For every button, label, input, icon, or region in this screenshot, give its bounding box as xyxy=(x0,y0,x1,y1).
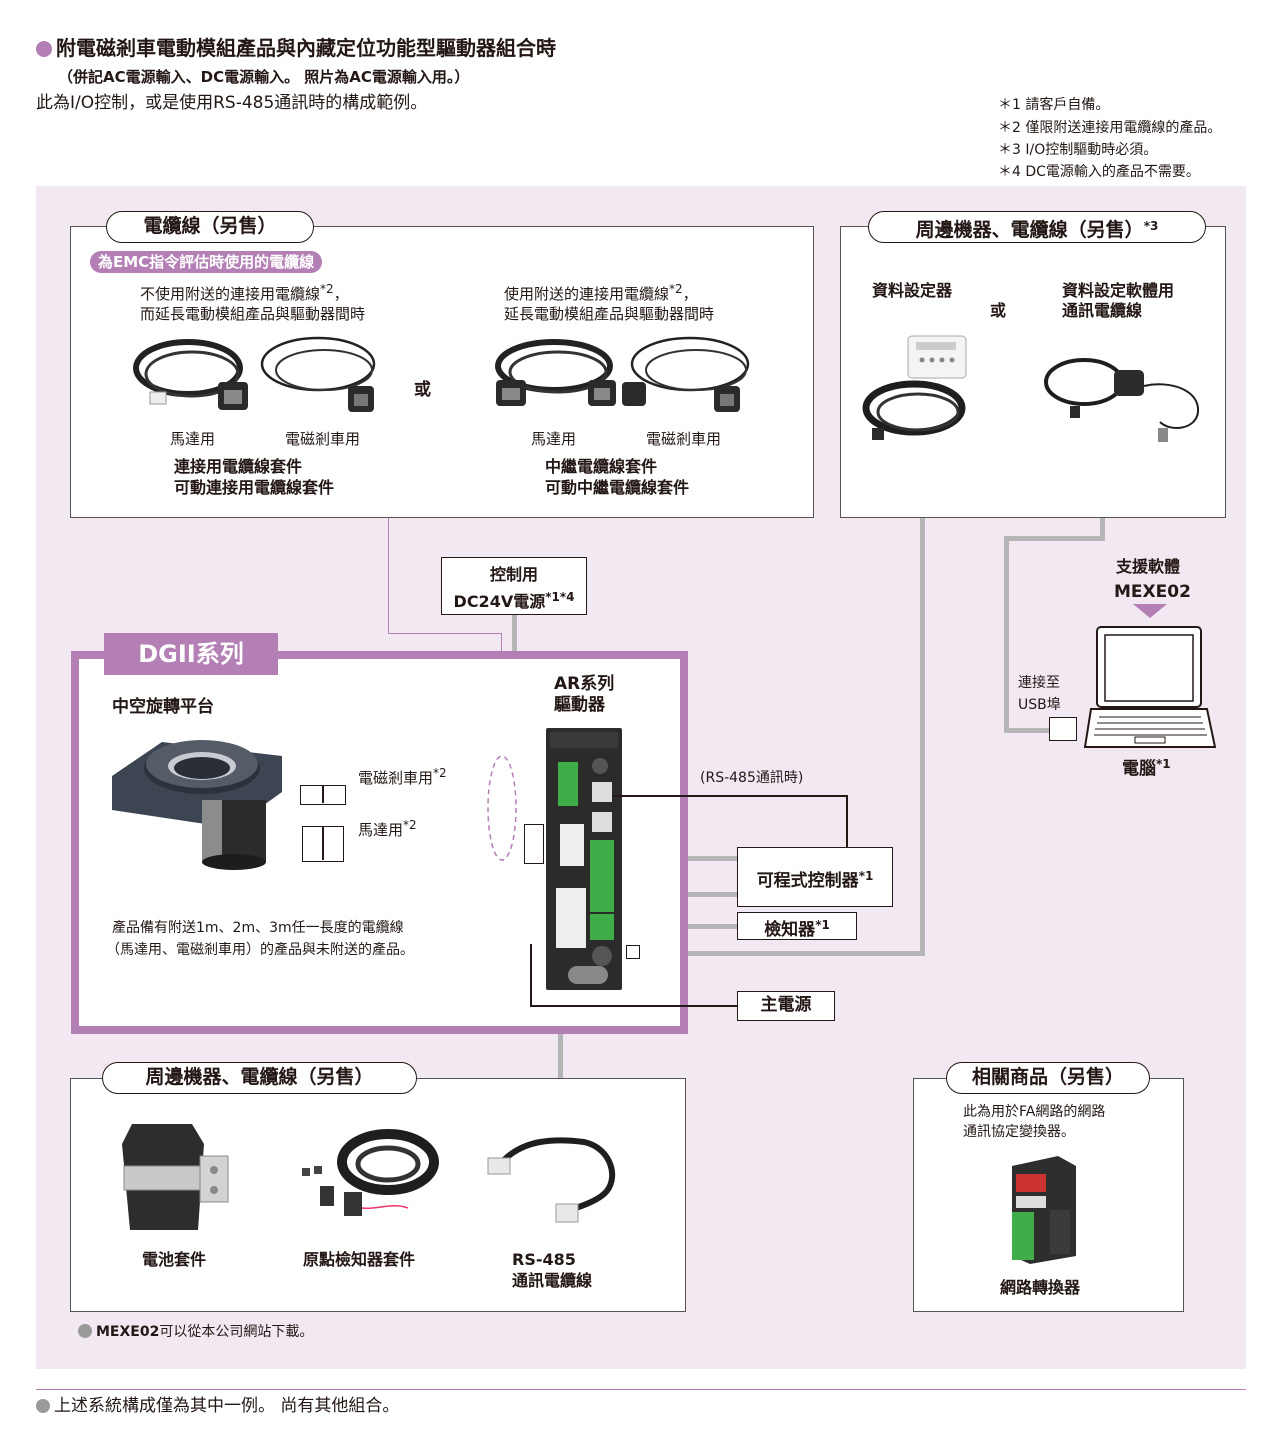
driver-motor-connector-icon xyxy=(524,824,544,864)
flexible-relay-kit-label: 可動中繼電纜線套件 xyxy=(545,478,690,497)
peripheral-top-title: 周邊機器、電纜線（另售）*3 xyxy=(868,211,1206,243)
related-products-title: 相關商品（另售） xyxy=(946,1062,1150,1094)
rs485-cable-label-1: RS-485 xyxy=(512,1250,576,1269)
motor-connector-icon xyxy=(302,826,344,862)
battery-kit-label: 電池套件 xyxy=(142,1250,207,1269)
connection-kit-label: 連接用電纜線套件 xyxy=(174,457,303,476)
related-desc-1: 此為用於FA網路的網路 xyxy=(963,1104,1106,1120)
software-cable-label-2: 通訊電纜線 xyxy=(1062,301,1143,320)
rotary-table-image xyxy=(112,740,282,870)
peripheral-top-box xyxy=(840,226,1226,518)
connection-cable-images xyxy=(133,336,376,412)
brake-cable-coil-image xyxy=(260,336,376,412)
usb-connector-icon xyxy=(1049,717,1077,741)
data-setter-connector-icon xyxy=(626,945,640,959)
driver-label: 驅動器 xyxy=(554,695,605,715)
mexe02-label: MEXE02 xyxy=(1114,582,1191,602)
emc-line-v xyxy=(388,518,389,634)
dc24v-label-2: DC24V電源*1*4 xyxy=(453,590,575,611)
note-2: ＊2 僅限附送連接用電纜線的產品。 xyxy=(998,120,1222,136)
data-setter-line-h xyxy=(640,951,925,956)
data-setter-label: 資料設定器 xyxy=(872,281,953,300)
right-cable-desc-2: 延長電動模組產品與驅動器間時 xyxy=(504,305,715,323)
right-cable-desc: 使用附送的連接用電纜線*2， xyxy=(504,282,698,303)
usb-line-h2 xyxy=(1004,728,1052,733)
note-3: ＊3 I/O控制驅動時必須。 xyxy=(998,142,1158,158)
home-sensor-kit-label: 原點檢知器套件 xyxy=(303,1250,416,1269)
cable-availability-note-2: （馬達用、電磁剎車用）的產品與未附送的產品。 xyxy=(106,942,414,958)
left-brake-label: 電磁剎車用 xyxy=(285,430,361,448)
usb-line-h1 xyxy=(1004,536,1105,541)
sensor-box: 檢知器*1 xyxy=(737,912,857,940)
cables-or-label: 或 xyxy=(414,380,431,400)
data-setter-line xyxy=(920,518,925,956)
support-software-label: 支援軟體 xyxy=(1116,557,1181,576)
flexible-connection-kit-label: 可動連接用電纜線套件 xyxy=(174,478,335,497)
dc24v-power-box: 控制用 DC24V電源*1*4 xyxy=(441,557,587,615)
rs485-line-v xyxy=(846,795,848,847)
dc24v-label-1: 控制用 xyxy=(489,565,538,584)
note-1: ＊1 請客戶自備。 xyxy=(998,97,1110,113)
left-cable-desc: 不使用附送的連接用電纜線*2， xyxy=(140,282,349,303)
main-power-box: 主電源 xyxy=(737,991,835,1021)
cables-box-title: 電纜線（另售） xyxy=(106,211,314,243)
page-description: 此為I/O控制，或是使用RS-485通訊時的構成範例。 xyxy=(36,93,428,113)
footer-divider xyxy=(36,1389,1246,1390)
cables-box xyxy=(70,226,814,518)
rs485-comm-label: (RS-485通訊時) xyxy=(700,770,804,786)
right-brake-label: 電磁剎車用 xyxy=(646,430,722,448)
dgii-series-tab: DGII系列 xyxy=(104,633,278,675)
communication-cable-image xyxy=(1044,358,1200,442)
main-power-line-h xyxy=(530,1005,738,1007)
usb-line-v2 xyxy=(1004,536,1009,733)
laptop-icon xyxy=(1083,626,1217,748)
right-motor-label: 馬達用 xyxy=(531,430,577,448)
cable-availability-note-1: 產品備有附送1m、2m、3m任一長度的電纜線 xyxy=(112,920,404,936)
usb-connect-label-2: USB埠 xyxy=(1018,697,1061,713)
relay-kit-label: 中繼電纜線套件 xyxy=(545,457,658,476)
peripheral-bottom-title: 周邊機器、電纜線（另售） xyxy=(102,1062,417,1094)
data-setter-image xyxy=(862,335,967,440)
relay-motor-cable-image xyxy=(495,339,616,406)
battery-line-v xyxy=(558,990,563,1104)
rs485-cable-label-2: 通訊電纜線 xyxy=(512,1271,593,1290)
software-cable-label-1: 資料設定軟體用 xyxy=(1062,281,1175,300)
left-motor-label: 馬達用 xyxy=(170,430,216,448)
usb-connect-label-1: 連接至 xyxy=(1018,675,1060,691)
page-title: 附電磁剎車電動模組產品與內藏定位功能型驅動器組合時 xyxy=(36,36,556,61)
motor-cable-label: 馬達用*2 xyxy=(358,818,417,839)
page-subtitle: （併記AC電源輸入、DC電源輸入。 照片為AC電源輸入用。） xyxy=(58,68,470,86)
left-cable-desc-2: 而延長電動模組產品與驅動器間時 xyxy=(140,305,366,323)
rs485-line-h xyxy=(612,795,848,797)
plc-box: 可程式控制器*1 xyxy=(737,847,893,907)
motor-cable-coil-image xyxy=(133,339,248,410)
rs485-cable-image xyxy=(487,1137,616,1223)
note-4: ＊4 DC電源輸入的產品不需要。 xyxy=(998,164,1200,180)
hollow-rotary-table-label: 中空旋轉平台 xyxy=(112,697,214,717)
peripheral-or-label: 或 xyxy=(990,301,1007,320)
download-arrow-icon xyxy=(1133,604,1167,618)
emc-tag: 為EMC指令評估時使用的電纜線 xyxy=(90,251,323,273)
ar-series-label: AR系列 xyxy=(554,674,615,694)
emc-line-h xyxy=(388,633,502,634)
brake-cable-label: 電磁剎車用*2 xyxy=(358,766,447,787)
driver-unit-image xyxy=(546,728,622,990)
home-sensor-kit-image xyxy=(302,1129,439,1216)
bullet-icon xyxy=(36,41,52,57)
bullet-icon xyxy=(36,1399,50,1413)
emc-cable-highlight xyxy=(487,755,517,861)
related-desc-2: 通訊協定變換器。 xyxy=(963,1124,1075,1140)
relay-cable-images xyxy=(495,336,750,412)
footer-note: 上述系統構成僅為其中一例。 尚有其他組合。 xyxy=(36,1396,399,1417)
brake-connector-icon xyxy=(300,785,346,805)
main-power-line-v xyxy=(530,944,532,1006)
network-converter-image xyxy=(1012,1156,1076,1264)
pc-label: 電腦*1 xyxy=(1122,757,1171,779)
network-converter-label: 網路轉換器 xyxy=(1000,1278,1081,1297)
battery-kit-image xyxy=(122,1124,229,1230)
relay-brake-cable-image xyxy=(622,336,750,412)
download-note: MEXE02可以從本公司網站下載。 xyxy=(78,1324,313,1342)
bullet-icon xyxy=(78,1324,92,1338)
